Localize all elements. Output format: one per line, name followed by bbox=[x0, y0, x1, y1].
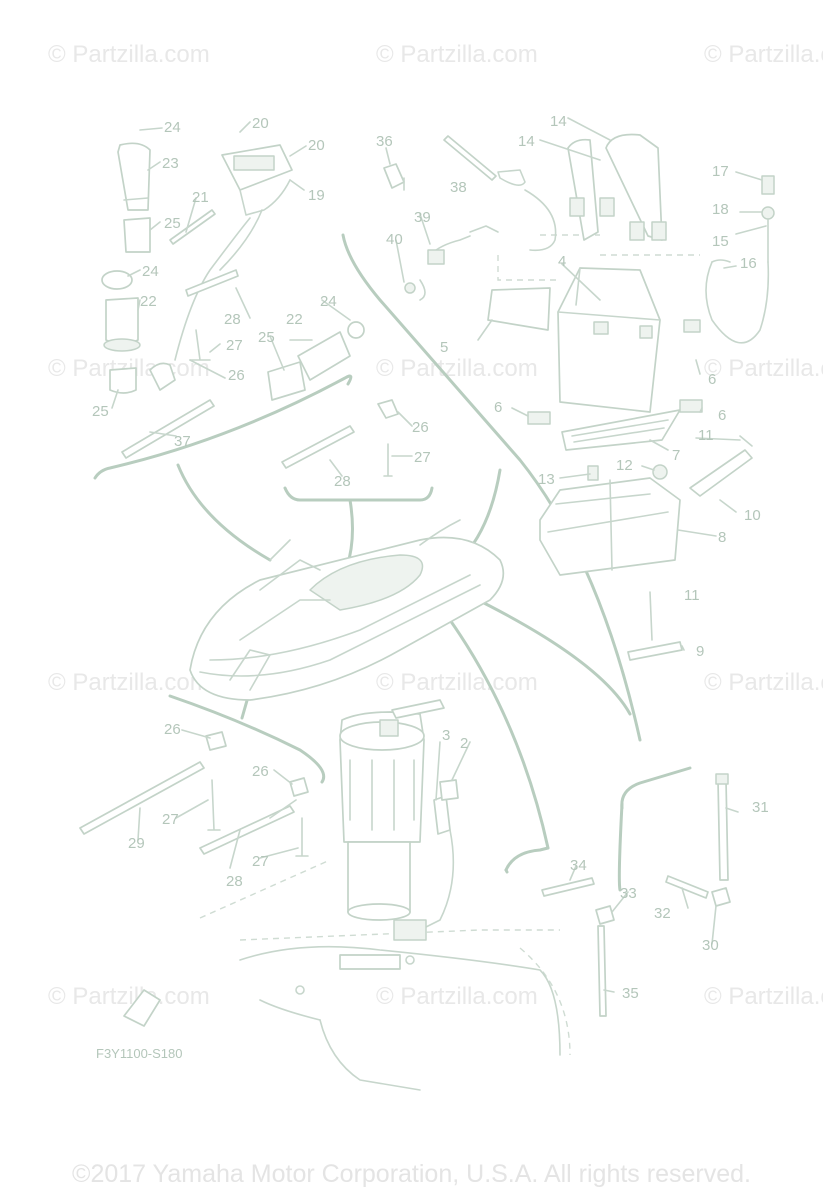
callout-label: 30 bbox=[702, 937, 719, 954]
callout-label: 31 bbox=[752, 799, 769, 816]
callout-label: 23 bbox=[162, 155, 179, 172]
callout-label: 3 bbox=[442, 727, 450, 744]
watermark: © Partzilla.com bbox=[48, 669, 210, 696]
callout-label: 11 bbox=[684, 587, 700, 604]
callout-label: 25 bbox=[258, 329, 275, 346]
callout-label: 26 bbox=[228, 367, 245, 384]
callout-label: 14 bbox=[518, 133, 535, 150]
cables bbox=[404, 135, 775, 344]
watercraft-illustration bbox=[189, 519, 505, 701]
leader-lines bbox=[111, 117, 767, 993]
watermarks: © Partzilla.com © Partzilla.com © Partzi… bbox=[48, 41, 823, 1010]
callout-label: 6 bbox=[494, 399, 502, 416]
watermark: © Partzilla.com bbox=[376, 355, 538, 382]
callout-label: 6 bbox=[718, 407, 726, 424]
callout-label: 32 bbox=[654, 905, 671, 922]
watermark: © Partzilla.com bbox=[376, 983, 538, 1010]
callout-label: 2 bbox=[460, 735, 468, 752]
callout-label: 19 bbox=[308, 187, 325, 204]
callout-label: 28 bbox=[226, 873, 243, 890]
callout-label: 34 bbox=[570, 857, 587, 874]
callout-label: 11 bbox=[698, 427, 714, 444]
battery-assembly bbox=[487, 133, 753, 661]
callout-label: 21 bbox=[192, 189, 209, 206]
callout-label: 16 bbox=[740, 255, 757, 272]
callout-label: 33 bbox=[620, 885, 637, 902]
callout-label: 18 bbox=[712, 201, 729, 218]
callout-label: 26 bbox=[252, 763, 269, 780]
callout-label: 39 bbox=[414, 209, 431, 226]
callout-label: 27 bbox=[252, 853, 269, 870]
callout-label: 22 bbox=[286, 311, 303, 328]
callout-label: 7 bbox=[672, 447, 680, 464]
callout-label: 38 bbox=[450, 179, 467, 196]
watermark: © Partzilla.com bbox=[376, 669, 538, 696]
callout-label: 29 bbox=[128, 835, 145, 852]
callout-label: 26 bbox=[412, 419, 429, 436]
callout-label: 14 bbox=[550, 113, 567, 130]
callout-label: 27 bbox=[226, 337, 243, 354]
top-left-components bbox=[101, 142, 405, 477]
watermark: © Partzilla.com bbox=[48, 983, 210, 1010]
callout-label: 36 bbox=[376, 133, 393, 150]
callout-label: 27 bbox=[162, 811, 179, 828]
callout-label: 15 bbox=[712, 233, 729, 250]
callout-label: 40 bbox=[386, 231, 403, 248]
callout-label: 27 bbox=[414, 449, 431, 466]
callout-label: 24 bbox=[164, 119, 181, 136]
callout-label: 8 bbox=[718, 529, 726, 546]
callout-numbers: 2 3 4 5 6 6 6 7 8 9 10 11 11 12 13 14 14… bbox=[92, 113, 769, 1002]
callout-label: 10 bbox=[744, 507, 761, 524]
callout-label: 24 bbox=[142, 263, 159, 280]
callout-label: 35 bbox=[622, 985, 639, 1002]
callout-label: 12 bbox=[616, 457, 633, 474]
callout-label: 24 bbox=[320, 293, 337, 310]
callout-label: 4 bbox=[558, 253, 566, 270]
watermark: © Partzilla.com bbox=[704, 41, 823, 68]
callout-label: 17 bbox=[712, 163, 729, 180]
callout-label: 5 bbox=[440, 339, 448, 356]
watermark: © Partzilla.com bbox=[376, 41, 538, 68]
callout-label: 26 bbox=[164, 721, 181, 738]
copyright-notice: ©2017 Yamaha Motor Corporation, U.S.A. A… bbox=[72, 1160, 751, 1188]
callout-label: 9 bbox=[696, 643, 704, 660]
watermark: © Partzilla.com bbox=[704, 983, 823, 1010]
watermark: © Partzilla.com bbox=[48, 41, 210, 68]
callout-label: 25 bbox=[164, 215, 181, 232]
callout-label: 20 bbox=[308, 137, 325, 154]
callout-label: 28 bbox=[224, 311, 241, 328]
callout-label: 25 bbox=[92, 403, 109, 420]
callout-label: 6 bbox=[708, 371, 716, 388]
watermark: © Partzilla.com bbox=[704, 669, 823, 696]
fuel-pump-assembly bbox=[79, 699, 731, 1091]
callout-label: 37 bbox=[174, 433, 191, 450]
group-brackets bbox=[93, 233, 692, 892]
callout-label: 20 bbox=[252, 115, 269, 132]
callout-label: 13 bbox=[538, 471, 555, 488]
watermark: © Partzilla.com bbox=[704, 355, 823, 382]
callout-label: 22 bbox=[140, 293, 157, 310]
callout-label: 28 bbox=[334, 473, 351, 490]
diagram-code: F3Y1100-S180 bbox=[96, 1046, 183, 1061]
